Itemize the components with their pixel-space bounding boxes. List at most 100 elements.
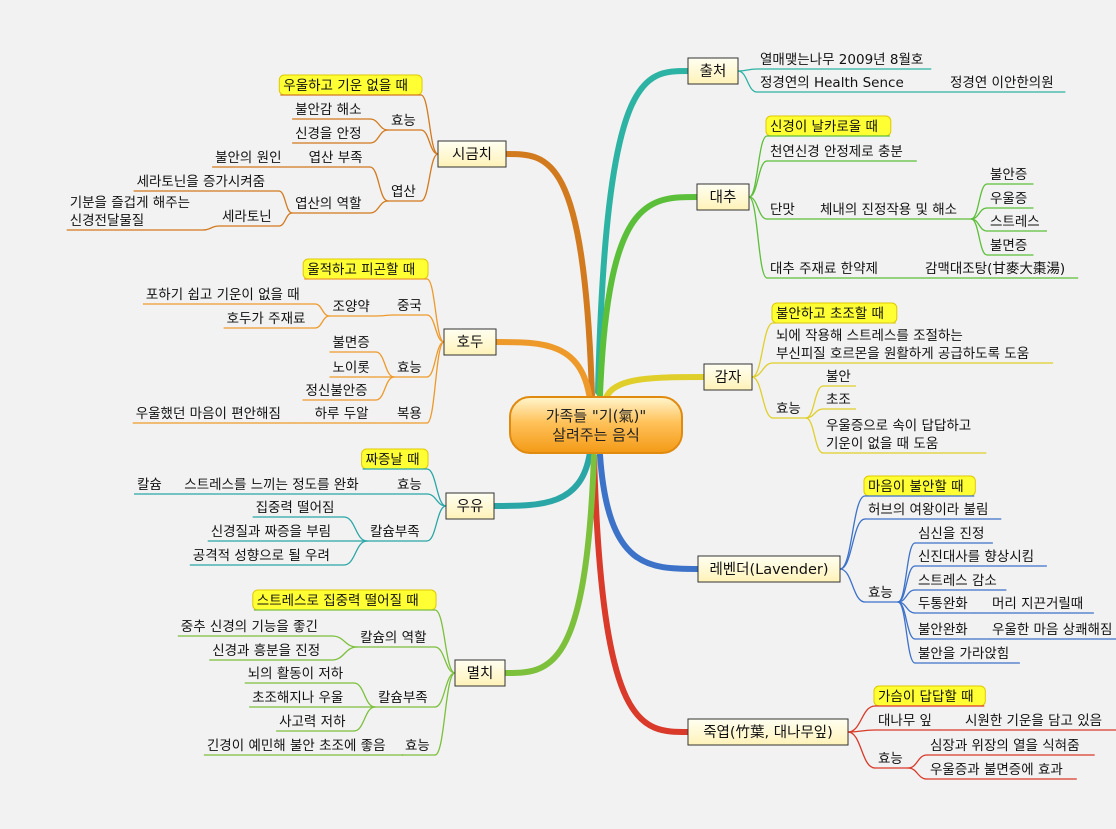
connector-line xyxy=(375,314,395,317)
topic-중국[interactable]: 중국 xyxy=(394,298,427,316)
topic-신경질과-짜증을-부림[interactable]: 신경질과 짜증을 부림 xyxy=(207,524,344,542)
topic-단맛[interactable]: 단맛 xyxy=(767,202,800,220)
topic-신경이-날카로울-때[interactable]: 신경이 날카로울 때 xyxy=(765,115,892,137)
topic-불안감-해소[interactable]: 불안감 해소 xyxy=(292,102,370,120)
topic-불안증[interactable]: 불안증 xyxy=(987,167,1034,185)
topic-text: 가슴이 답답할 때 xyxy=(878,689,974,705)
topic-두통완화[interactable]: 두통완화 xyxy=(915,596,975,614)
topic-칼슘[interactable]: 칼슘 xyxy=(134,477,167,495)
topic-울적하고-피곤할-때[interactable]: 울적하고 피곤할 때 xyxy=(302,258,429,280)
topic-스트레스-감소[interactable]: 스트레스 감소 xyxy=(915,573,1007,591)
topic-세라토닌을-증가시켜줌[interactable]: 세라토닌을 증가시켜줌 xyxy=(133,174,279,192)
main-topic-lavender[interactable]: 레벤더(Lavender) xyxy=(697,555,841,583)
main-topic-potato[interactable]: 감자 xyxy=(703,363,753,391)
topic-엽산의-역할[interactable]: 엽산의 역할 xyxy=(292,196,370,214)
connector-line xyxy=(314,315,331,329)
topic-감맥대조탕-甘麥大棗湯[interactable]: 감맥대조탕(甘麥大棗湯) xyxy=(922,260,1079,279)
connector-line xyxy=(839,518,866,570)
topic-불안을-가라앉힘[interactable]: 불안을 가라앉힘 xyxy=(915,646,1020,664)
topic-초조[interactable]: 초조 xyxy=(823,392,856,410)
topic-공격적-성향으로-될-우려[interactable]: 공격적 성향으로 될 우려 xyxy=(189,548,344,566)
topic-심신을-진정[interactable]: 심신을 진정 xyxy=(915,526,993,544)
topic-신진대사를-향상시킴[interactable]: 신진대사를 향상시킴 xyxy=(915,549,1047,567)
topic-마음이-불안할-때[interactable]: 마음이 불안할 때 xyxy=(863,475,976,497)
topic-우울증[interactable]: 우울증 xyxy=(987,191,1034,209)
topic-사고력-저하[interactable]: 사고력 저하 xyxy=(276,714,354,732)
topic-효능[interactable]: 효능 xyxy=(875,751,908,769)
topic-엽산[interactable]: 엽산 xyxy=(388,184,421,202)
topic-대나무-잎[interactable]: 대나무 잎 xyxy=(875,713,940,731)
topic-천연신경-안정제로-충분[interactable]: 천연신경 안정제로 충분 xyxy=(767,144,917,162)
topic-스트레스를-느끼는-정도를-완화[interactable]: 스트레스를 느끼는 정도를 완화 xyxy=(181,477,376,495)
main-topic-walnut[interactable]: 호두 xyxy=(443,328,497,356)
central-topic[interactable]: 가족들 "기(氣)" 살려주는 음식 xyxy=(509,396,683,454)
topic-우울하고-기운-없을-때[interactable]: 우울하고 기운 없을 때 xyxy=(278,74,423,96)
topic-중추-신경의-기능을-좋긴[interactable]: 중추 신경의 기능을 좋긴 xyxy=(177,619,332,637)
topic-우울했던-마음이-편안해짐[interactable]: 우울했던 마음이 편안해짐 xyxy=(132,406,296,424)
topic-짜증날-때[interactable]: 짜증날 때 xyxy=(361,448,429,470)
topic-가슴이-답답할-때[interactable]: 가슴이 답답할 때 xyxy=(873,685,986,707)
topic-엽산-부족[interactable]: 엽산 부족 xyxy=(305,150,370,168)
main-topic-jujube[interactable]: 대추 xyxy=(696,183,750,211)
topic-복용[interactable]: 복용 xyxy=(394,406,427,424)
topic-칼슘부족[interactable]: 칼슘부족 xyxy=(367,524,427,542)
topic-허브의-여왕이라-불림[interactable]: 허브의 여왕이라 불림 xyxy=(865,502,1002,520)
topic-호두가-주재료[interactable]: 호두가 주재료 xyxy=(223,311,315,329)
branch-line-jujube xyxy=(597,194,700,398)
topic-초조해지나-우울[interactable]: 초조해지나 우울 xyxy=(249,690,354,708)
main-topic-spinach[interactable]: 시금치 xyxy=(437,140,507,168)
topic-칼슘부족[interactable]: 칼슘부족 xyxy=(375,690,435,708)
topic-효능[interactable]: 효능 xyxy=(394,360,427,378)
topic-text: 엽산 xyxy=(391,184,416,200)
topic-불안[interactable]: 불안 xyxy=(823,369,856,387)
topic-우울한-마음-상쾌해짐[interactable]: 우울한 마음 상쾌해짐 xyxy=(989,622,1116,640)
topic-시원한-기운을-담고-있음[interactable]: 시원한 기운을 담고 있음 xyxy=(962,713,1116,731)
topic-긴경이-예민해-불안-초조에-좋음[interactable]: 긴경이 예민해 불안 초조에 좋음 xyxy=(203,738,403,756)
topic-효능[interactable]: 효능 xyxy=(865,585,898,603)
topic-열매맺는나무-2009년-8월호[interactable]: 열매맺는나무 2009년 8월호 xyxy=(757,52,932,70)
topic-대추-주재료-한약제[interactable]: 대추 주재료 한약제 xyxy=(767,261,890,279)
topic-정신불안증[interactable]: 정신불안증 xyxy=(302,383,377,401)
topic-스트레스[interactable]: 스트레스 xyxy=(987,214,1047,232)
connector-line xyxy=(353,682,376,708)
topic-머리-지끈거릴때[interactable]: 머리 지끈거릴때 xyxy=(989,596,1094,614)
topic-신경을-안정[interactable]: 신경을 안정 xyxy=(292,126,370,144)
topic-세라토닌[interactable]: 세라토닌 xyxy=(219,209,279,227)
connector-line xyxy=(737,70,758,93)
topic-불안완화[interactable]: 불안완화 xyxy=(915,622,975,640)
topic-text: 효능 xyxy=(405,738,430,754)
main-topic-bamboo[interactable]: 죽엽(竹葉, 대나무잎) xyxy=(687,718,849,746)
topic-text: 감맥대조탕(甘麥大棗湯) xyxy=(925,260,1065,277)
topic-심장과-위장의-열을-식혀줌[interactable]: 심장과 위장의 열을 식혀줌 xyxy=(927,738,1095,756)
topic-신경과-흥분을-진정[interactable]: 신경과 흥분을 진정 xyxy=(209,643,332,661)
topic-정경연-이안한의원[interactable]: 정경연 이안한의원 xyxy=(947,75,1066,93)
main-topic-anchovy[interactable]: 멸치 xyxy=(454,659,506,687)
topic-노이롯[interactable]: 노이롯 xyxy=(329,360,377,378)
topic-불안하고-초조할-때[interactable]: 불안하고 초조할 때 xyxy=(771,302,898,324)
topic-효능[interactable]: 효능 xyxy=(402,738,435,756)
main-topic-source[interactable]: 출처 xyxy=(687,57,739,85)
topic-불면증[interactable]: 불면증 xyxy=(987,238,1034,256)
topic-집중력-떨어짐[interactable]: 집중력 떨어짐 xyxy=(252,500,344,518)
topic-효능[interactable]: 효능 xyxy=(773,401,806,419)
topic-우울증과-불면증에-효과[interactable]: 우울증과 불면증에 효과 xyxy=(927,762,1077,780)
topic-효능[interactable]: 효능 xyxy=(388,113,421,131)
connector-line xyxy=(970,183,988,220)
connector-line xyxy=(369,166,389,202)
connector-line xyxy=(748,160,768,198)
topic-포하기-쉽고-기운이-없을-때[interactable]: 포하기 쉽고 기운이 없을 때 xyxy=(142,287,315,305)
topic-칼슘의-역할[interactable]: 칼슘의 역할 xyxy=(357,630,435,648)
topic-뇌의-활동이-저하[interactable]: 뇌의 활동이 저하 xyxy=(244,666,354,684)
topic-체내의-진정작용-및-해소[interactable]: 체내의 진정작용 및 해소 xyxy=(817,202,972,220)
topic-불면증[interactable]: 불면증 xyxy=(329,335,377,353)
topic-효능[interactable]: 효능 xyxy=(394,477,427,495)
topic-하루-두알[interactable]: 하루 두알 xyxy=(311,406,376,424)
topic-스트레스로-집중력-떨어질-때[interactable]: 스트레스로 집중력 떨어질 때 xyxy=(252,589,437,611)
main-topic-milk[interactable]: 우유 xyxy=(445,492,495,520)
topic-정경연의-health-sence[interactable]: 정경연의 Health Sence xyxy=(757,75,913,93)
topic-불안의-원인[interactable]: 불안의 원인 xyxy=(212,150,290,168)
topic-조양약[interactable]: 조양약 xyxy=(329,299,377,317)
